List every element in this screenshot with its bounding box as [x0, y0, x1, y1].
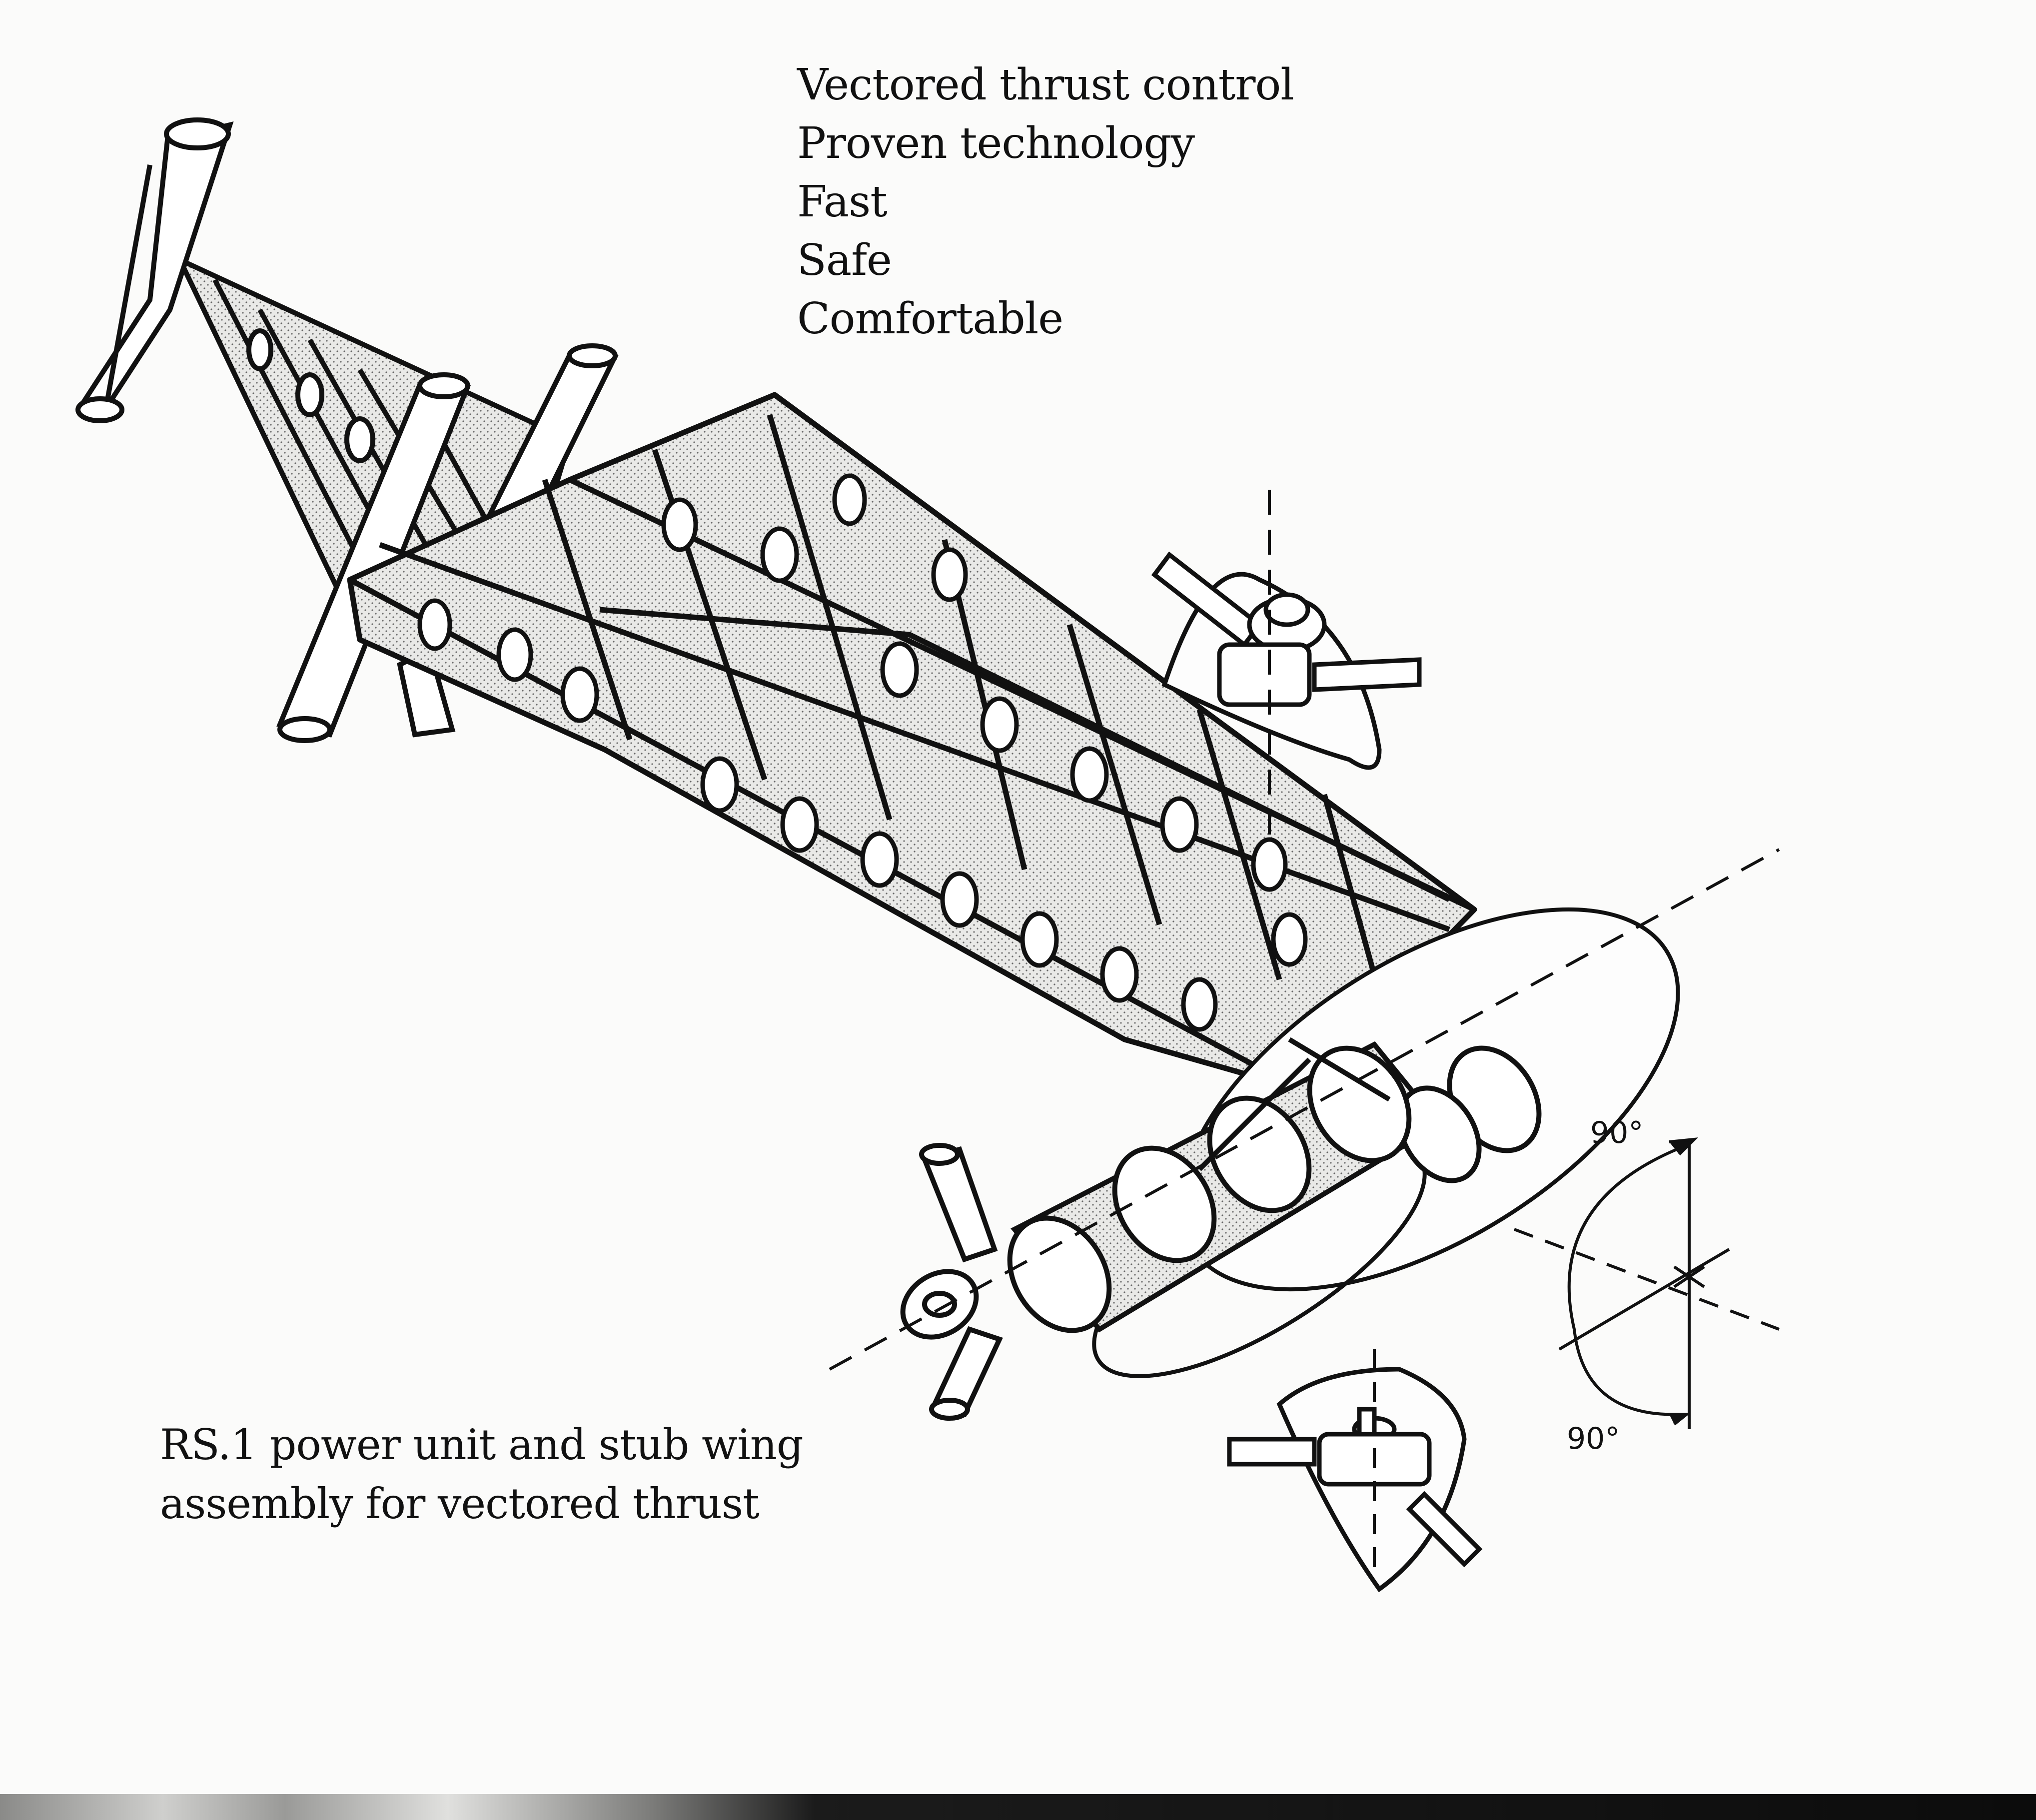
- wing-rib-holes: [417, 473, 1308, 1032]
- front-propeller: [900, 1143, 1003, 1421]
- thrust-nozzles: [276, 343, 619, 743]
- scan-edge-strip: [0, 1794, 2036, 1820]
- figure-caption: RS.1 power unit and stub wing assembly f…: [160, 1415, 804, 1533]
- feature-item: Comfortable: [797, 294, 1063, 344]
- feature-item: Fast: [797, 177, 888, 227]
- upper-prop-unit: [1151, 551, 1422, 770]
- feature-list: Vectored thrust control Proven technolog…: [797, 56, 1294, 348]
- angle-label-lower: 90°: [1567, 1421, 1620, 1456]
- feature-item: Vectored thrust control: [797, 60, 1294, 110]
- engine-body: [1007, 1037, 1542, 1333]
- tail-rotor: [75, 117, 234, 423]
- caption-line-2: assembly for vectored thrust: [160, 1479, 760, 1528]
- caption-line-1: RS.1 power unit and stub wing: [160, 1420, 804, 1469]
- front-prop-axis: [829, 848, 1780, 1371]
- angle-label-upper: 90°: [1590, 1115, 1644, 1150]
- feature-item: Proven technology: [797, 118, 1195, 168]
- lower-prop-detail: [1227, 1367, 1483, 1593]
- rotation-angle-diagram: [1513, 1137, 1780, 1429]
- feature-item: Safe: [797, 235, 892, 285]
